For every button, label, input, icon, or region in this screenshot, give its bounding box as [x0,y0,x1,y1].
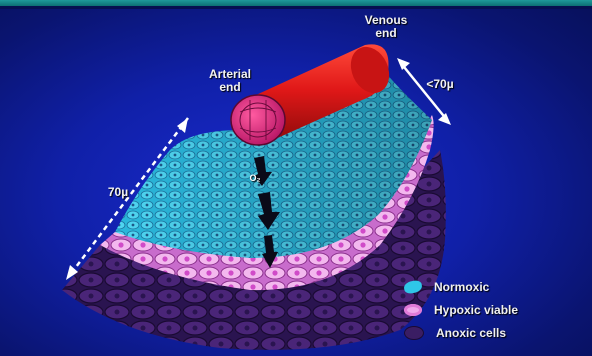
legend-label-hypoxic: Hypoxic viable [434,303,518,317]
oxygen-label: O₂ [245,172,265,185]
distance-long-label: 70µ [102,186,134,199]
legend-label-normoxic: Normoxic [434,280,489,294]
legend-swatch-hypoxic [404,304,422,316]
legend-swatch-anoxic [404,326,424,340]
arterial-end-label: Arterial end [202,68,258,94]
legend-item-anoxic: Anoxic cells [404,325,506,341]
legend-swatch-normoxic [403,280,423,295]
distance-short-label: <70µ [418,78,462,91]
venous-end-label: Venous end [358,14,414,40]
legend-label-anoxic: Anoxic cells [436,326,506,340]
legend-item-normoxic: Normoxic [404,279,489,295]
legend-item-hypoxic: Hypoxic viable [404,302,518,318]
